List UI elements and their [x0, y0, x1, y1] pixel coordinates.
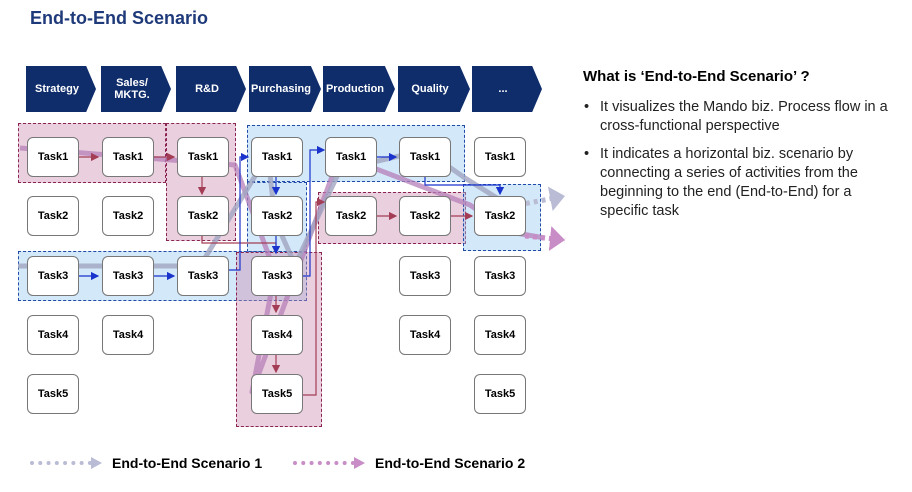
legend-scenario-2-label: End-to-End Scenario 2	[375, 455, 526, 471]
legend-scenario-2: End-to-End Scenario 2	[293, 455, 525, 471]
task-quality-3: Task3	[399, 256, 451, 296]
task-more-2: Task2	[474, 196, 526, 236]
task-strategy-3: Task3	[27, 256, 79, 296]
column-header-purchasing: Purchasing	[249, 66, 321, 112]
task-sales-3: Task3	[102, 256, 154, 296]
task-sales-4: Task4	[102, 315, 154, 355]
task-purchasing-5: Task5	[251, 374, 303, 414]
task-production-2: Task2	[325, 196, 377, 236]
side-bullet-list: It visualizes the Mando biz. Process flo…	[583, 98, 903, 230]
task-more-5: Task5	[474, 374, 526, 414]
legend-scenario-1: End-to-End Scenario 1	[30, 455, 262, 471]
page-title: End-to-End Scenario	[30, 8, 209, 28]
legend-scenario-1-label: End-to-End Scenario 1	[112, 455, 263, 471]
task-purchasing-2: Task2	[251, 196, 303, 236]
task-purchasing-1: Task1	[251, 137, 303, 177]
task-strategy-2: Task2	[27, 196, 79, 236]
task-purchasing-3: Task3	[251, 256, 303, 296]
task-quality-4: Task4	[399, 315, 451, 355]
task-sales-1: Task1	[102, 137, 154, 177]
task-production-1: Task1	[325, 137, 377, 177]
task-more-4: Task4	[474, 315, 526, 355]
task-sales-2: Task2	[102, 196, 154, 236]
task-rnd-1: Task1	[177, 137, 229, 177]
task-quality-1: Task1	[399, 137, 451, 177]
column-header-quality: Quality	[398, 66, 470, 112]
task-rnd-2: Task2	[177, 196, 229, 236]
side-heading: What is ‘End-to-End Scenario’ ?	[583, 68, 810, 85]
column-header-rnd: R&D	[176, 66, 246, 112]
column-header-sales: Sales/ MKTG.	[101, 66, 171, 112]
task-strategy-4: Task4	[27, 315, 79, 355]
column-header-more: ...	[472, 66, 542, 112]
legend-scenario-2-swatch	[293, 457, 365, 469]
column-header-production: Production	[323, 66, 395, 112]
side-bullet-2: It indicates a horizontal biz. scenario …	[583, 145, 903, 221]
column-header-strategy: Strategy	[26, 66, 96, 112]
task-strategy-5: Task5	[27, 374, 79, 414]
task-purchasing-4: Task4	[251, 315, 303, 355]
legend-scenario-1-swatch	[30, 457, 102, 469]
task-more-3: Task3	[474, 256, 526, 296]
task-strategy-1: Task1	[27, 137, 79, 177]
task-rnd-3: Task3	[177, 256, 229, 296]
task-more-1: Task1	[474, 137, 526, 177]
task-quality-2: Task2	[399, 196, 451, 236]
side-bullet-1: It visualizes the Mando biz. Process flo…	[583, 98, 903, 136]
